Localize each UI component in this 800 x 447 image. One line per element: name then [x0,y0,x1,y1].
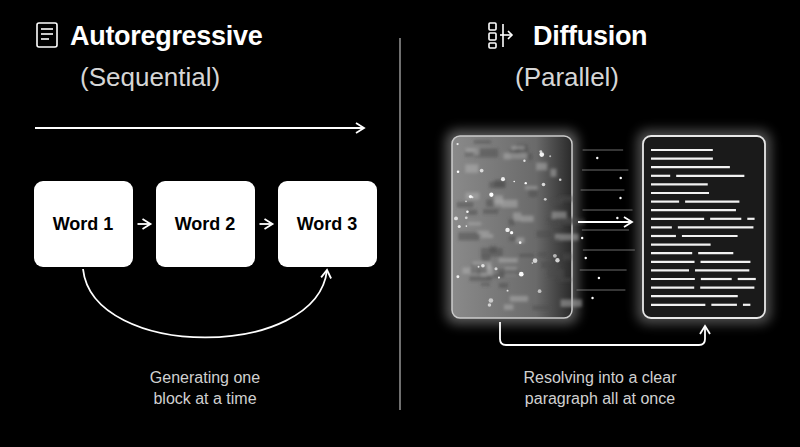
caption: Resolving into a clear paragraph all at … [505,368,695,410]
word-label: Word 3 [297,214,358,235]
noisy-panel [446,130,585,324]
parallel-icon [489,23,512,48]
flow-lines [576,150,634,299]
word-box: Word 2 [156,181,255,267]
subheading: (Sequential) [80,62,220,93]
heading: Autoregressive [70,21,262,52]
connector-arrow [83,269,327,337]
word-label: Word 2 [175,214,236,235]
timeline-arrow [35,127,364,129]
word-box: Word 3 [278,181,377,267]
list-icon [37,23,57,47]
divider [399,38,400,410]
word-box: Word 1 [34,181,133,267]
clear-panel [637,130,771,324]
connector-arrow [138,223,151,225]
word-label: Word 1 [53,214,114,235]
subheading: (Parallel) [515,62,619,93]
connector-arrow [260,223,273,225]
bracket-arrow [500,322,705,345]
heading: Diffusion [533,21,647,52]
caption: Generating one block at a time [135,368,275,410]
transform-arrow [578,221,632,223]
